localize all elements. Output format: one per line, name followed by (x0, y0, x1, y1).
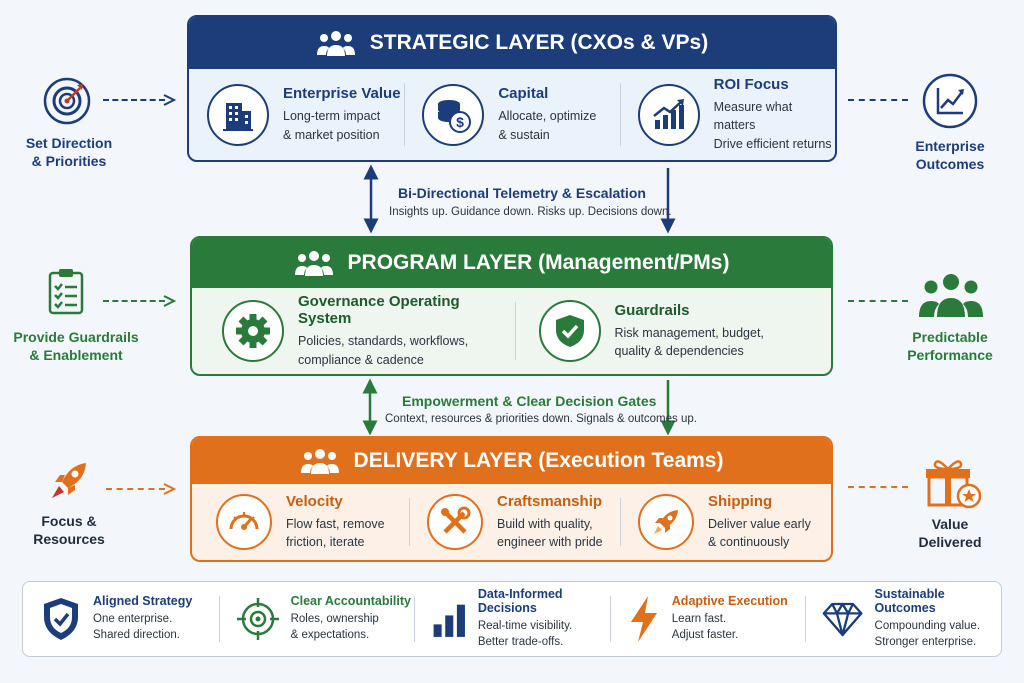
principle-title: Aligned Strategy (93, 594, 193, 609)
dashed-connector (848, 300, 908, 302)
cell-title: Shipping (708, 492, 773, 510)
principle-text: Learn fast. Adjust faster. (671, 613, 739, 641)
shield-check-icon (555, 315, 584, 347)
arrow-head-icon (163, 295, 176, 307)
dashed-connector (848, 486, 908, 488)
side-label-focus-resources: Focus & Resources (33, 513, 105, 548)
rocket-icon (52, 463, 86, 498)
cell-title: Enterprise Value (283, 85, 401, 103)
cell-title: Guardrails (614, 301, 690, 319)
side-label-guardrails: Provide Guardrails & Enablement (13, 329, 139, 364)
cell-title: Governance Operating System (298, 293, 460, 328)
speedometer-icon (229, 512, 259, 530)
side-label-enterprise-outcomes: Enterprise Outcomes (915, 138, 985, 173)
connector-arrows-strategic-program (363, 164, 676, 234)
connector-telemetry-title: Bi-Directional Telemetry & Escalation (398, 185, 646, 201)
target-icon (43, 77, 91, 125)
arrow-head-icon (163, 94, 176, 106)
cell-title: Craftsmanship (497, 492, 603, 510)
delivery-layer-header: DELIVERY LAYER (Execution Teams) (192, 438, 831, 484)
cell-text: Flow fast, remove friction, iterate (286, 516, 385, 549)
cell-text: Build with quality, engineer with pride (497, 516, 603, 549)
side-label-value-delivered: Value Delivered (918, 516, 982, 551)
cell-title: ROI Focus (713, 76, 789, 94)
cell-text: Measure what matters Drive efficient ret… (713, 100, 832, 151)
principle-title: Clear Accountability (290, 594, 411, 609)
cell-text: Policies, standards, workflows, complian… (298, 334, 469, 367)
connector-empowerment-text: Context, resources & priorities down. Si… (385, 413, 697, 425)
strategic-layer-header: STRATEGIC LAYER (CXOs & VPs) (189, 17, 835, 69)
delivery-layer-title: DELIVERY LAYER (Execution Teams) (353, 449, 724, 472)
principle-title: Adaptive Execution (671, 594, 788, 609)
coins-dollar-icon: $ (438, 99, 472, 133)
bar-chart-icon (433, 604, 466, 637)
dashed-connector (103, 300, 165, 302)
crosshair-icon (236, 598, 279, 640)
cell-text: Long-term impact & market position (283, 109, 381, 142)
connector-empowerment-title: Empowerment & Clear Decision Gates (402, 393, 657, 409)
gift-star-icon (926, 460, 981, 509)
principle-title: Sustainable Outcomes (874, 587, 945, 616)
diamond-icon (823, 602, 863, 637)
shield-check-icon (44, 598, 78, 640)
rocket-icon (654, 510, 678, 534)
principle-text: Real-time visibility. Better trade-offs. (477, 620, 573, 648)
team-icon (919, 274, 983, 317)
people-group-icon (316, 31, 355, 56)
cell-text: Allocate, optimize & sustain (498, 109, 597, 142)
cell-text: Risk management, budget, quality & depen… (614, 325, 764, 358)
lightning-icon (630, 596, 657, 642)
dashed-connector (848, 99, 908, 101)
program-layer: PROGRAM LAYER (Management/PMs) Governanc… (190, 236, 833, 376)
arrow-head-icon (163, 483, 176, 495)
program-layer-header: PROGRAM LAYER (Management/PMs) (192, 238, 831, 288)
strategic-layer-title: STRATEGIC LAYER (CXOs & VPs) (369, 31, 709, 54)
svg-text:$: $ (456, 114, 464, 130)
side-label-predictable-performance: Predictable Performance (907, 329, 993, 364)
dashed-connector (103, 99, 165, 101)
trend-chart-icon (922, 73, 978, 129)
tools-icon (441, 506, 471, 534)
program-layer-title: PROGRAM LAYER (Management/PMs) (347, 251, 730, 274)
principle-text: Compounding value. Stronger enterprise. (874, 620, 981, 648)
growth-chart-icon (652, 98, 684, 129)
principle-text: One enterprise. Shared direction. (93, 613, 180, 641)
clipboard-checklist-icon (48, 269, 84, 315)
principle-title: Data-Informed Decisions (477, 587, 563, 616)
people-group-icon (294, 251, 333, 276)
delivery-layer: DELIVERY LAYER (Execution Teams) Velocit… (190, 436, 833, 562)
cell-title: Capital (498, 85, 549, 103)
people-group-icon (300, 449, 339, 474)
principle-text: Roles, ownership & expectations. (290, 613, 379, 641)
building-icon (223, 102, 253, 131)
connector-arrows-program-delivery (362, 378, 676, 436)
cell-text: Deliver value early & continuously (708, 516, 811, 549)
strategic-layer: STRATEGIC LAYER (CXOs & VPs) Enterprise … (187, 15, 837, 162)
side-label-set-direction: Set Direction & Priorities (25, 135, 113, 170)
gear-icon (236, 314, 270, 348)
connector-telemetry-text: Insights up. Guidance down. Risks up. De… (389, 206, 672, 218)
dashed-connector (106, 488, 165, 490)
cell-title: Velocity (286, 492, 343, 510)
